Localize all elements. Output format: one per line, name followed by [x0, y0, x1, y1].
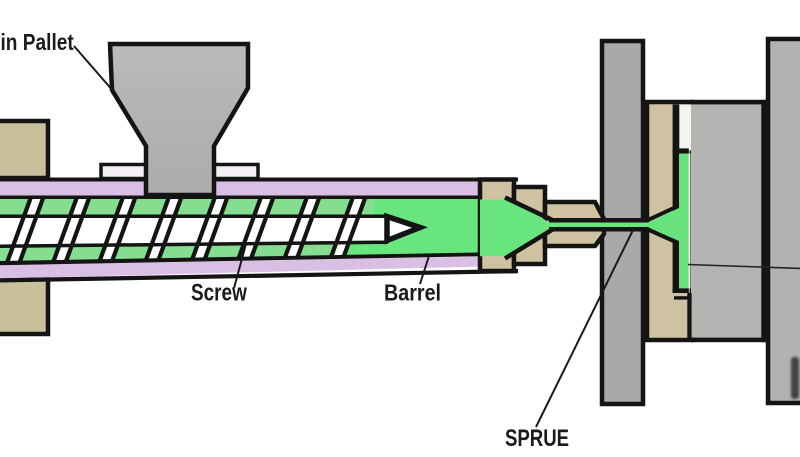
svg-text:SPRUE: SPRUE: [505, 425, 569, 452]
svg-text:Screw: Screw: [191, 278, 247, 306]
svg-text:Barrel: Barrel: [384, 279, 441, 306]
svg-text:in Pallet: in Pallet: [1, 29, 74, 55]
